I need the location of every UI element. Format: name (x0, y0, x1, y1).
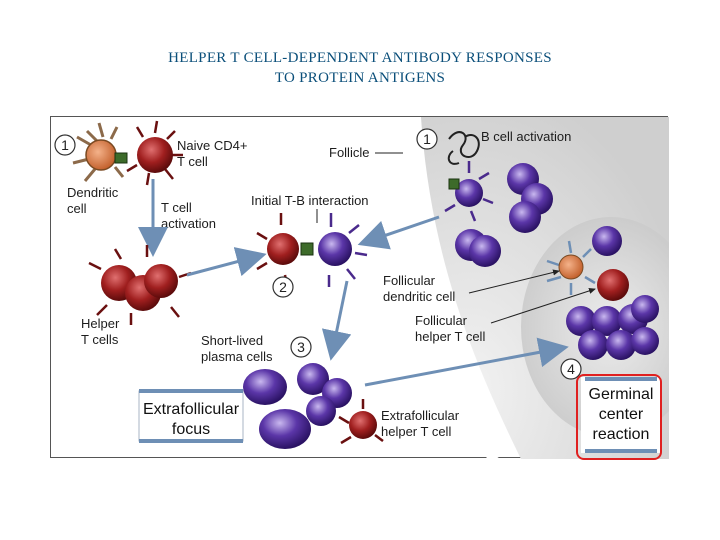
step-1-marker-left (54, 134, 76, 156)
label-extra-th-line2: helper T cell (381, 424, 451, 439)
label-tcell-act-line1: T cell (161, 200, 192, 215)
germinal-center-highlight (576, 374, 662, 460)
arrow-to-initial-tb (186, 247, 267, 277)
label-fdc-line2: dendritic cell (383, 289, 455, 304)
germinal-center-cells (566, 226, 659, 360)
germinal-line2: center (599, 406, 644, 423)
label-helper-line1: Helper (81, 316, 120, 331)
extrafollicular-helper-t-cell (338, 399, 384, 445)
step-1-marker-right (416, 128, 438, 150)
title-line-1: HELPER T CELL-DEPENDENT ANTIBODY RESPONS… (168, 50, 552, 66)
step-2-number: 2 (279, 279, 287, 295)
bcr-receptor (448, 178, 460, 190)
pointer-fdc (468, 269, 560, 294)
step-2-marker (272, 276, 294, 298)
helper-t-cells (88, 245, 192, 325)
label-shortlived-line2: plasma cells (201, 349, 273, 364)
follicle-border (374, 117, 502, 459)
arrow-to-germinal-center (364, 337, 569, 387)
step-4-marker (560, 358, 582, 380)
label-fdc-line1: Follicular (383, 273, 436, 288)
arrow-to-plasma (321, 280, 352, 361)
activating-b-cell (444, 161, 494, 222)
label-dendritic-line2: cell (67, 201, 87, 216)
initial-b-cell (318, 213, 368, 287)
label-dendritic-line1: Dendritic (67, 185, 119, 200)
title-line-2: TO PROTEIN ANTIGENS (274, 70, 446, 86)
step-1-number-left: 1 (61, 137, 69, 153)
naive-t-cell (126, 120, 183, 186)
germinal-center-box: Germinal center reaction (581, 377, 661, 453)
follicular-dendritic-cell (546, 240, 596, 295)
mhc-receptor-1 (114, 152, 128, 164)
germinal-line3: reaction (593, 426, 650, 443)
label-initial-tb: Initial T-B interaction (251, 193, 369, 208)
initial-t-cell (256, 213, 299, 288)
step-3-marker (290, 336, 312, 358)
label-shortlived-line1: Short-lived (201, 333, 263, 348)
label-fth-line1: Follicular (415, 313, 468, 328)
germinal-line1: Germinal (589, 386, 654, 403)
label-extra-th-line1: Extrafollicular (381, 408, 460, 423)
label-fth-line2: helper T cell (415, 329, 485, 344)
label-tcell-act-line2: activation (161, 216, 216, 231)
diagram-svg: 1 Naive CD4+ T cell Dendritic cell T cel… (54, 117, 669, 459)
diagram-figure: 1 Naive CD4+ T cell Dendritic cell T cel… (50, 116, 669, 459)
dendritic-cell-1 (72, 122, 125, 182)
label-bcell-activation: B cell activation (481, 129, 571, 144)
activated-b-cell-cluster (455, 163, 553, 267)
arrow-from-bcell-activation (357, 215, 440, 250)
extrafollicular-line2: focus (172, 421, 210, 438)
step-4-number: 4 (567, 361, 575, 377)
step-3-number: 3 (297, 339, 305, 355)
label-follicle: Follicle (329, 145, 369, 160)
tb-synapse (300, 242, 314, 256)
label-helper-line2: T cells (81, 332, 119, 347)
step-1-number-right: 1 (423, 131, 431, 147)
pointer-fth (490, 288, 596, 324)
label-naive-line2: T cell (177, 154, 208, 169)
extrafollicular-focus-box: Extrafollicular focus (138, 389, 244, 443)
extrafollicular-line1: Extrafollicular (143, 401, 240, 418)
page-title: HELPER T CELL-DEPENDENT ANTIBODY RESPONS… (0, 48, 720, 88)
protein-antigen (447, 131, 480, 165)
plasma-cells (243, 363, 352, 449)
label-naive-line1: Naive CD4+ (177, 138, 247, 153)
